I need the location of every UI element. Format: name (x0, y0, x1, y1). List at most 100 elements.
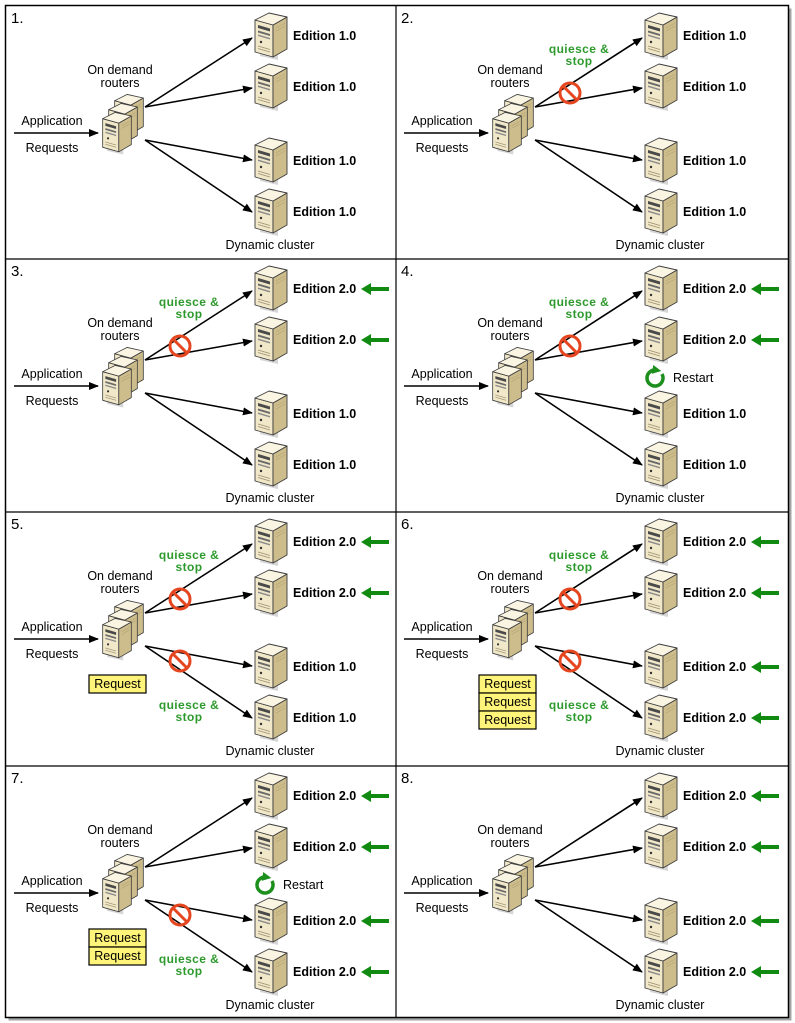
route-arrow (534, 899, 643, 973)
left-arrow-icon (751, 966, 779, 978)
edition-label: Edition 1.0 (683, 80, 746, 94)
route-arrow (144, 37, 253, 108)
panel-5: 5.On demandroutersApplicationRequestsEdi… (11, 516, 389, 758)
routers-label-line1: On demand (87, 823, 152, 837)
left-arrow-icon (361, 790, 389, 802)
edition-label: Edition 1.0 (293, 711, 356, 725)
routers-label-line2: routers (101, 76, 140, 90)
routers-label-line1: On demand (87, 63, 152, 77)
edition-label: Edition 2.0 (683, 282, 746, 296)
left-arrow-icon (361, 587, 389, 599)
route-arrow (144, 338, 253, 361)
restart-icon (645, 365, 665, 388)
route-arrow (534, 645, 643, 669)
quiesce-label: stop (176, 307, 203, 321)
route-arrow (534, 591, 643, 614)
quiesce-label: stop (176, 710, 203, 724)
edition-label: Edition 2.0 (683, 965, 746, 979)
no-entry-icon (168, 649, 192, 673)
edition-label: Edition 2.0 (293, 914, 356, 928)
edition-label: Edition 1.0 (683, 29, 746, 43)
route-arrow (534, 338, 643, 361)
route-arrow (144, 543, 253, 614)
quiesce-label: stop (176, 964, 203, 978)
no-entry-icon (168, 587, 192, 611)
panel-3: 3.On demandroutersApplicationRequestsEdi… (11, 263, 389, 505)
left-arrow-icon (361, 334, 389, 346)
edition-label: Edition 1.0 (683, 407, 746, 421)
edition-label: Edition 2.0 (293, 535, 356, 549)
left-arrow-icon (751, 712, 779, 724)
application-label: Application (411, 874, 472, 888)
application-label: Application (411, 367, 472, 381)
panel-number: 8. (401, 770, 414, 787)
panel-number: 3. (11, 263, 24, 280)
edition-label: Edition 2.0 (293, 586, 356, 600)
edition-label: Edition 2.0 (293, 840, 356, 854)
restart-label: Restart (283, 878, 324, 892)
routers-label-line1: On demand (87, 316, 152, 330)
quiesce-label: stop (566, 54, 593, 68)
edition-label: Edition 1.0 (683, 154, 746, 168)
request-label: Request (484, 713, 531, 727)
edition-label: Edition 1.0 (293, 205, 356, 219)
routers-label-line2: routers (101, 582, 140, 596)
routers-label-line2: routers (491, 76, 530, 90)
route-arrow (534, 139, 643, 213)
left-arrow-icon (361, 841, 389, 853)
edition-label: Edition 1.0 (293, 80, 356, 94)
edition-label: Edition 2.0 (683, 914, 746, 928)
route-arrow (144, 139, 253, 163)
route-arrow (144, 797, 253, 868)
route-arrow (144, 899, 253, 973)
left-arrow-icon (361, 283, 389, 295)
route-arrow (144, 591, 253, 614)
routers-label-line1: On demand (87, 569, 152, 583)
request-label: Request (484, 677, 531, 691)
quiesce-label: quiesce & (159, 548, 219, 562)
left-arrow-icon (751, 915, 779, 927)
application-label: Application (411, 620, 472, 634)
route-arrow (534, 797, 643, 868)
request-label: Request (94, 949, 141, 963)
left-arrow-icon (751, 661, 779, 673)
route-arrow (534, 845, 643, 868)
panel-number: 1. (11, 10, 24, 27)
quiesce-label: quiesce & (549, 698, 609, 712)
route-arrow (144, 85, 253, 108)
route-arrow (534, 543, 643, 614)
routers-label-line1: On demand (477, 63, 542, 77)
quiesce-label: stop (566, 710, 593, 724)
no-entry-icon (168, 903, 192, 927)
request-box (88, 946, 147, 966)
route-arrow (144, 139, 253, 213)
left-arrow-icon (751, 283, 779, 295)
routers-label-line2: routers (491, 836, 530, 850)
quiesce-label: stop (176, 560, 203, 574)
route-arrow (144, 290, 253, 361)
dynamic-cluster-label: Dynamic cluster (616, 238, 705, 252)
quiesce-label: quiesce & (159, 952, 219, 966)
routers-label-line1: On demand (477, 316, 542, 330)
application-label: Application (21, 620, 82, 634)
left-arrow-icon (361, 915, 389, 927)
panel-number: 5. (11, 516, 24, 533)
left-arrow-icon (361, 966, 389, 978)
edition-label: Edition 1.0 (293, 458, 356, 472)
dynamic-cluster-label: Dynamic cluster (226, 491, 315, 505)
panel-number: 2. (401, 10, 414, 27)
route-arrow (144, 645, 253, 669)
dynamic-cluster-label: Dynamic cluster (226, 238, 315, 252)
route-arrow (534, 392, 643, 416)
left-arrow-icon (751, 587, 779, 599)
restart-label: Restart (673, 371, 714, 385)
edition-label: Edition 1.0 (683, 205, 746, 219)
no-entry-icon (168, 334, 192, 358)
route-arrow (534, 85, 643, 108)
edition-label: Edition 2.0 (683, 711, 746, 725)
route-arrow (534, 290, 643, 361)
routers-label-line2: routers (491, 329, 530, 343)
panel-7: 7.On demandroutersApplicationRequestsEdi… (11, 770, 389, 1012)
requests-label: Requests (26, 647, 79, 661)
